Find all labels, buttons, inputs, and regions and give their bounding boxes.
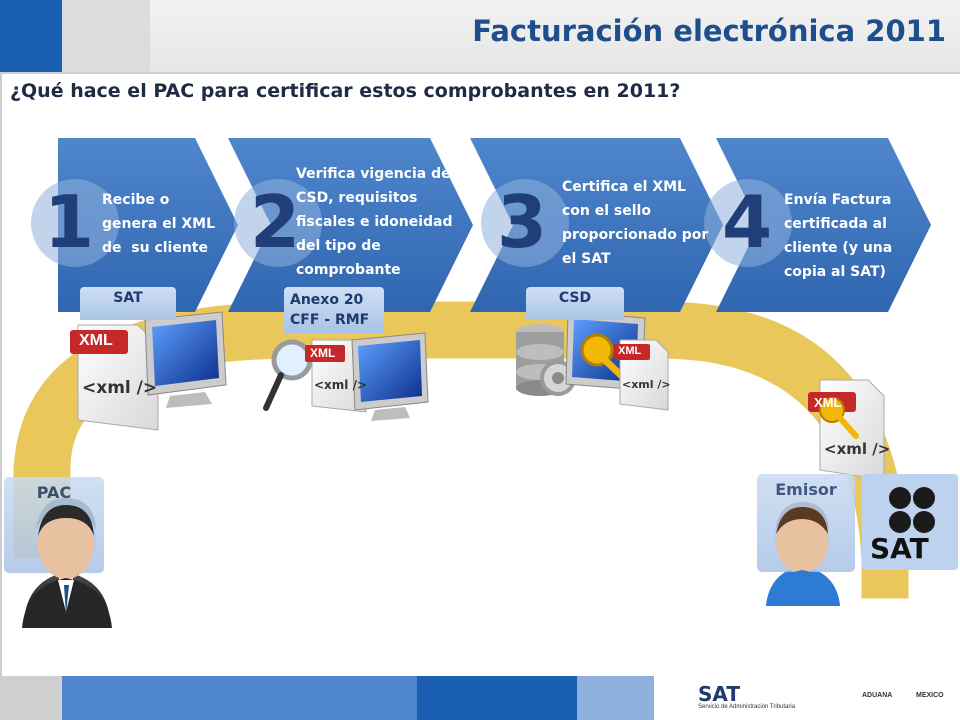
step-3-number: 3 <box>497 180 548 264</box>
footer-segment-blue <box>62 676 417 720</box>
chevron-step-1 <box>58 138 238 312</box>
subtitle: ¿Qué hace el PAC para certificar estos c… <box>10 80 681 102</box>
tab-csd: CSD <box>526 287 624 320</box>
header-accent-gray <box>62 0 150 72</box>
step-3-text: Certifica el XML con el sello proporcion… <box>562 179 709 267</box>
left-border <box>0 74 2 676</box>
role-emisor-label: Emisor <box>775 480 837 499</box>
step-3-circle <box>481 179 569 267</box>
chevron-step-4 <box>716 138 931 312</box>
step-2-number: 2 <box>250 180 301 264</box>
xml-document-icon <box>70 324 159 431</box>
footer-segment-white <box>654 676 960 720</box>
xml-tag-1: <xml /> <box>82 378 158 398</box>
xml-label-1: XML <box>79 332 113 349</box>
sat-logo-text: SAT <box>870 532 929 565</box>
xml-document-icon-3 <box>614 339 669 411</box>
xml-tag-2: <xml /> <box>314 378 368 392</box>
role-pac-label: PAC <box>36 483 72 502</box>
step-1-circle <box>31 179 119 267</box>
step-1-number: 1 <box>44 180 95 264</box>
header-divider <box>0 72 960 74</box>
certified-xml-icon <box>808 379 885 481</box>
computer-monitor-icon <box>144 311 227 408</box>
sat-logo-box <box>862 474 958 570</box>
header-accent-blue <box>0 0 62 72</box>
footer-sat-text: SAT <box>698 682 740 706</box>
step-2-circle <box>234 179 322 267</box>
xml-label-2: XML <box>310 346 336 360</box>
page-title: Facturación electrónica 2011 <box>472 14 946 48</box>
tab-anexo-20: Anexo 20 CFF - RMF <box>284 287 384 333</box>
role-emisor-box: Emisor <box>757 474 855 572</box>
footer-sat-subtext: Servicio de Administración Tributaria <box>698 704 796 710</box>
xml-label-3: XML <box>618 345 642 357</box>
role-pac-box: PAC <box>4 477 104 573</box>
header-bar <box>0 0 960 72</box>
footer-segment-gray <box>0 676 62 720</box>
xml-label-4: XML <box>814 395 842 410</box>
step-4-number: 4 <box>722 180 773 264</box>
step-1-text: Recibe o genera el XML de su cliente <box>102 192 216 256</box>
step-4-text: Envía Factura certificada al cliente (y … <box>784 192 893 280</box>
footer-segment-darkblue <box>417 676 577 720</box>
step-4-circle <box>704 179 792 267</box>
computer-monitor-icon-2 <box>351 332 429 421</box>
footer-segment-lightblue <box>577 676 654 720</box>
footer-mexico-text: MEXICO <box>916 692 944 699</box>
step-2-text: Verifica vigencia de CSD, requisitos fis… <box>296 166 453 278</box>
xml-tag-4: <xml /> <box>824 440 891 458</box>
xml-tag-3: <xml /> <box>622 378 671 391</box>
tab-sat: SAT <box>80 287 176 320</box>
footer-aduana-text: ADUANA <box>862 692 893 699</box>
